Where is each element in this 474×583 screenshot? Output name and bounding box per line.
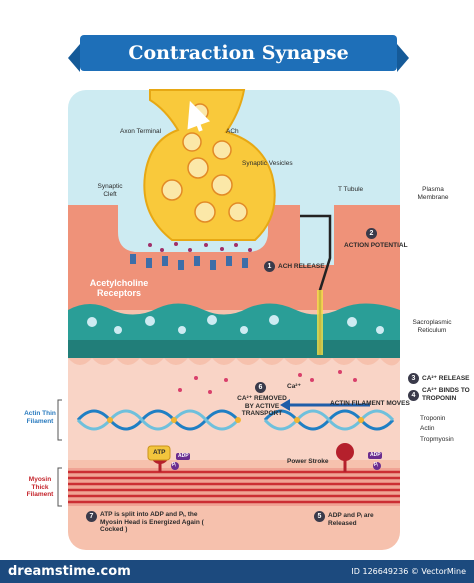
step-4-badge: 4 <box>408 390 419 401</box>
calcium-ions <box>178 370 357 394</box>
pi-badges <box>171 462 381 470</box>
banner-fold-left <box>68 44 80 72</box>
side-brackets <box>57 399 62 507</box>
label-ach: ACh <box>226 128 239 135</box>
footer-bar <box>0 560 474 583</box>
step-4-text: CA²⁺ BINDS TO TROPONIN <box>422 387 470 402</box>
footer-id: ID 126649236 © VectorMine <box>351 567 466 576</box>
label-actin: Actin <box>420 425 435 432</box>
banner-fold-right <box>397 44 409 72</box>
page-title: Contraction Synapse <box>128 42 349 64</box>
step-5-text: ADP and Pᵢ are Released <box>328 512 374 527</box>
label-axon-terminal: Axon Terminal <box>120 128 162 135</box>
step-5-badge: 5 <box>314 511 325 522</box>
adp-badges <box>176 452 382 460</box>
label-troponin: Troponin <box>420 415 446 422</box>
step-2-badge: 2 <box>366 228 377 239</box>
step-3-badge: 3 <box>408 373 419 384</box>
step-2-text: ACTION POTENTIAL <box>344 242 408 249</box>
label-power-stroke: Power Stroke <box>287 458 329 465</box>
reticulum-pores <box>87 315 384 334</box>
myosin-thick-filament <box>68 470 400 504</box>
axon-terminal <box>143 89 276 241</box>
axon-arrow <box>187 100 211 132</box>
step-7-badge: 7 <box>86 511 97 522</box>
label-sarcoplasmic-reticulum: Sacroplasmic Reticulum <box>412 319 452 334</box>
label-ca2-small: Ca²⁺ <box>287 383 301 390</box>
title-banner <box>80 35 397 71</box>
label-plasma-membrane: Plasma Membrane <box>417 186 449 201</box>
label-synaptic-vesicles: Synaptic Vesicles <box>242 160 293 167</box>
step-6-badge: 6 <box>255 382 266 393</box>
step-1-badge: 1 <box>264 261 275 272</box>
ach-molecules <box>148 242 252 252</box>
label-pi-b: Pᵢ <box>374 462 379 468</box>
footer-logo: dreamstime.com <box>8 564 131 579</box>
label-atp: ATP <box>153 449 166 456</box>
troponin-dots <box>107 417 364 423</box>
step-7-text: ATP is split into ADP and Pᵢ, the Myosin… <box>100 511 204 533</box>
label-pi-a: Pᵢ <box>172 462 177 468</box>
reticulum-bottom <box>68 340 400 358</box>
label-adp-b: ADP <box>370 452 381 458</box>
atp-molecule <box>147 445 171 461</box>
actin-helix-left <box>76 409 240 431</box>
step-3-text: CA²⁺ RELEASE <box>422 375 470 382</box>
label-actin-filament-moves: ACTIN FILAMENT MOVES <box>330 400 410 407</box>
cytoplasm <box>68 358 400 460</box>
step-1-text: ACH RELEASE <box>278 263 325 270</box>
step-6-text: CA²⁺ REMOVED BY ACTIVE TRANSPORT <box>237 395 287 417</box>
label-adp-a: ADP <box>178 453 189 459</box>
synaptic-vesicles <box>161 103 248 223</box>
label-t-tubule: T Tubule <box>338 186 364 193</box>
label-synaptic-cleft: Synaptic Cleft <box>97 183 123 198</box>
myosin-band <box>68 468 400 506</box>
label-acetylcholine-receptors: Acetylcholine Receptors <box>89 278 149 298</box>
label-tropomyosin: Tropmyosin <box>420 436 454 443</box>
label-myosin-thick-filament: Myosin Thick Filament <box>26 476 54 498</box>
label-actin-thin-filament: Actin Thin Filament <box>24 410 56 425</box>
myosin-head-right <box>336 443 354 472</box>
acetylcholine-receptors <box>130 254 248 270</box>
actin-helix-right <box>263 409 395 431</box>
